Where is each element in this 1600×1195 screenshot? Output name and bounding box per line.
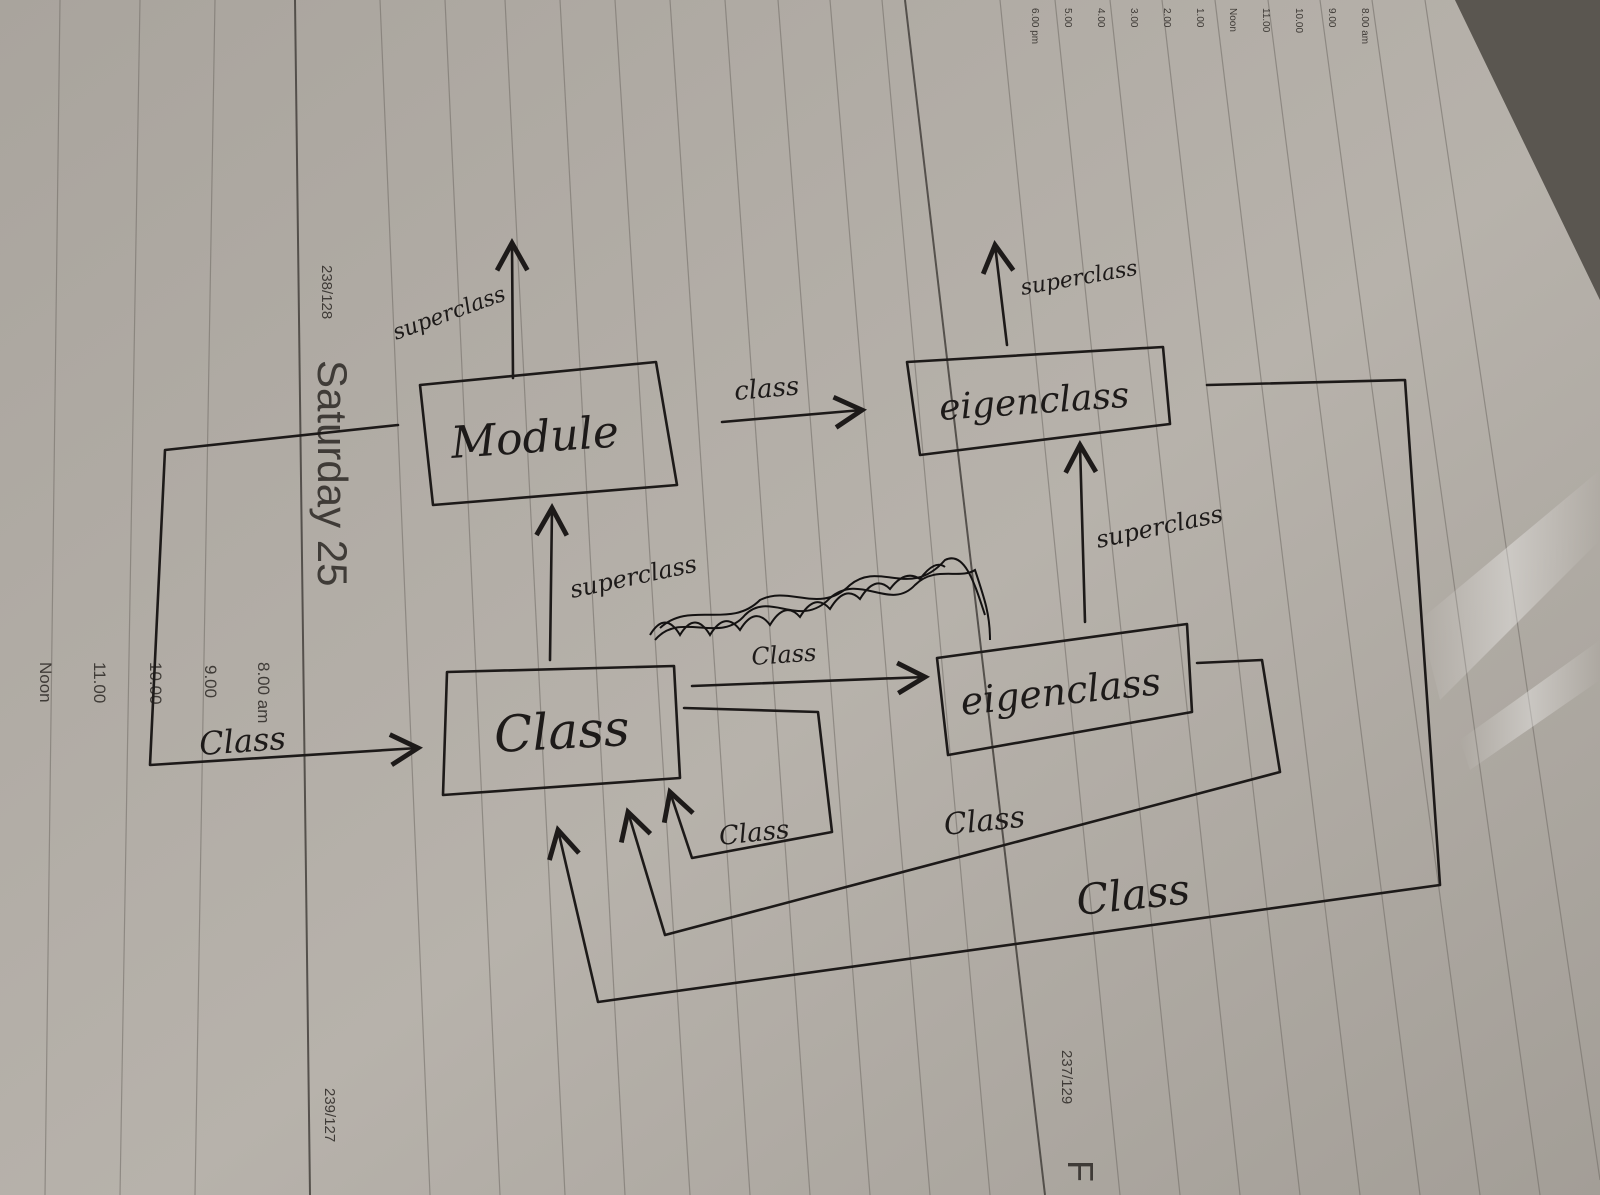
time-left-4: Noon <box>36 662 55 703</box>
label-class-self-loop: Class <box>718 815 791 852</box>
label-class-left-loop: Class <box>198 719 287 763</box>
time-top-right-1: 5.00 <box>1062 8 1073 28</box>
scribble-crossed-out <box>654 568 991 641</box>
arrow-left-loop <box>148 423 423 767</box>
arrow-eigen-superclass <box>1063 440 1099 624</box>
arrow-class-superclass <box>534 503 569 662</box>
time-top-right-8: 10.00 <box>1293 8 1304 33</box>
next-day-code: 237/129 <box>1058 1050 1075 1104</box>
scribble-crossed-out-3 <box>649 563 946 637</box>
eigenclass-top-box <box>905 345 1172 457</box>
label-class-class-eigen: Class <box>750 639 817 671</box>
arrow-module-class <box>720 395 867 430</box>
time-top-right-4: 2.00 <box>1161 8 1172 28</box>
light-glare-2 <box>1460 640 1600 770</box>
label-class-eigen-loop: Class <box>942 800 1026 843</box>
label-class-outer-loop: Class <box>1074 864 1192 925</box>
label-class-module-eigen: class <box>733 371 800 407</box>
arrow-eigen-loop <box>618 658 1282 937</box>
arrow-class-eigen <box>690 660 930 696</box>
eigenclass-bottom-box <box>935 622 1194 757</box>
time-top-right-2: 4.00 <box>1095 8 1106 28</box>
scribble-crossed-out-2 <box>659 557 986 629</box>
class-label: Class <box>493 699 631 764</box>
module-label: Module <box>448 406 620 469</box>
module-box <box>418 360 679 507</box>
time-left-2: 10.00 <box>146 662 165 705</box>
top-right-times: 6.00 pm 5.00 4.00 3.00 2.00 1.00 Noon 11.00 10.0… <box>1029 8 1370 44</box>
arrow-self-loop <box>661 706 834 860</box>
time-top-right-7: 11.00 <box>1260 8 1271 33</box>
time-top-right-3: 3.00 <box>1128 8 1139 28</box>
paper-shadow <box>1455 0 1600 300</box>
day-code-top: 238/128 <box>318 265 335 319</box>
day-code-bottom: 239/127 <box>321 1088 338 1142</box>
time-top-right-9: 9.00 <box>1326 8 1337 28</box>
light-glare <box>1420 470 1600 700</box>
time-top-right-10: 8.00 am <box>1359 8 1370 44</box>
planner-print: Saturday 25 238/128 239/127 237/129 F 8.… <box>36 8 1370 1182</box>
time-left-0: 8.00 am <box>254 662 273 723</box>
next-day-initial: F <box>1060 1160 1101 1182</box>
arrow-module-superclass <box>494 238 530 380</box>
day-heading: Saturday 25 <box>309 360 356 587</box>
time-top-right-5: 1.00 <box>1194 8 1205 28</box>
class-box <box>441 664 682 797</box>
arrow-eigen-top-superclass <box>980 240 1016 347</box>
arrow-outer-loop <box>547 378 1442 1004</box>
time-top-right-6: Noon <box>1227 8 1238 32</box>
time-left-3: 11.00 <box>90 662 109 703</box>
time-left-1: 9.00 <box>201 665 220 698</box>
time-top-right-0: 6.00 pm <box>1029 8 1040 44</box>
